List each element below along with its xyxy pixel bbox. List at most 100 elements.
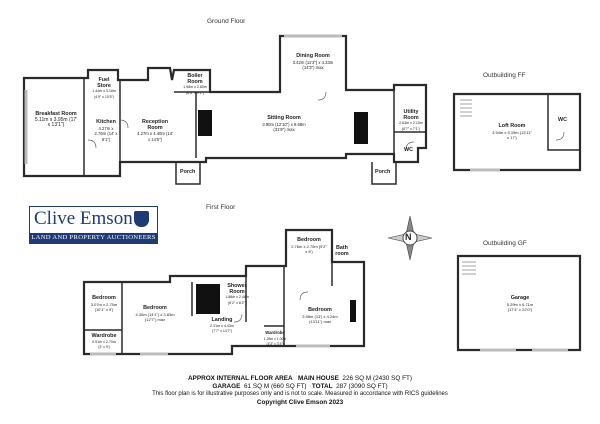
utility-room-dims: 2.63m x 2.15m (8'7" x 7'1") bbox=[399, 121, 423, 131]
garage-area-label: GARAGE bbox=[212, 383, 241, 390]
first-floor-heading: First Floor bbox=[206, 204, 236, 211]
loft-wc-wall bbox=[547, 94, 580, 151]
boiler-room-label: Boiler Room 1.98m x 2.80m (6'6" x 9'2") bbox=[182, 73, 208, 96]
dining-room-label: Dining Room 3.42m (11'3") x 4.33m (14'3"… bbox=[288, 53, 338, 72]
landing-name: Landing bbox=[211, 317, 233, 323]
bedroom3-name: Bedroom bbox=[297, 237, 321, 243]
garage-label: Garage 5.29m x 6.71m (17'4" x 22'0") bbox=[502, 295, 538, 314]
landing-dims: 2.31m x 4.43m (7'7" x 14'7") bbox=[210, 323, 234, 334]
stair-gf-right bbox=[354, 112, 368, 144]
floor-area-line: APPROX INTERNAL FLOOR AREA MAIN HOUSE 22… bbox=[0, 375, 600, 383]
bedroom4-dims: 3.95m (13') x 4.24m (13'11") max bbox=[302, 313, 338, 325]
main-house-label: MAIN HOUSE bbox=[298, 375, 339, 382]
ground-floor-heading: Ground Floor bbox=[207, 18, 246, 25]
compass-rose bbox=[387, 215, 433, 261]
bedroom2-name: Bedroom bbox=[143, 305, 167, 311]
bedroom1-label: Bedroom 3.07m x 2.75m (10'1" x 9') bbox=[90, 295, 118, 314]
porch-right-label: Porch bbox=[375, 169, 391, 176]
porch-right-name: Porch bbox=[375, 169, 391, 175]
utility-room-label: Utility Room 2.63m x 2.15m (8'7" x 7'1") bbox=[398, 109, 424, 132]
bedroom2-label: Bedroom 4.30m (14'1") x 3.83m (12'7") ma… bbox=[134, 305, 176, 324]
total-area: 287 (3090 SQ FT) bbox=[336, 383, 388, 390]
clive-emson-logo: Clive Emson LAND AND PROPERTY AUCTIONEER… bbox=[29, 206, 158, 244]
sitting-room-label: Sitting Room 3.90m (12'10") x 9.68m (31'… bbox=[262, 115, 306, 134]
bedroom2-dims: 4.30m (14'1") x 3.83m (12'7") max bbox=[135, 311, 175, 323]
wardrobe2-name: Wardrobe bbox=[265, 330, 285, 335]
utility-room-name: Utility Room bbox=[403, 109, 419, 121]
porch-right-outline bbox=[371, 162, 397, 185]
stair-gf-left bbox=[198, 110, 212, 136]
wc-label: WC bbox=[404, 147, 413, 154]
fuel-store-dims: 1.44m x 3.18m (4'9" x 10'5") bbox=[92, 89, 116, 99]
breakfast-room-dims: 5.11m x 3.95m (17' x 13'1") bbox=[34, 116, 78, 129]
boiler-wall bbox=[174, 91, 210, 130]
total-label: TOTAL bbox=[311, 383, 333, 390]
dining-room-name: Dining Room bbox=[296, 53, 330, 59]
loft-wc-name: WC bbox=[558, 117, 567, 123]
loft-room-dims: 3.94m x 5.19m (13'11" x 17') bbox=[492, 129, 532, 141]
wardrobe1-dims: 0.91m x 2.70m (3' x 9') bbox=[92, 339, 116, 350]
copyright-line: Copyright Clive Emson 2023 bbox=[256, 399, 344, 406]
sitting-room-dims: 3.90m (12'10") x 9.68m (31'9") max bbox=[262, 121, 306, 133]
bath-room-name: Bath room bbox=[335, 245, 349, 257]
wardrobe2-label: Wardrobe 1.28m x 1.00m (4'3" x 3'3") bbox=[262, 330, 288, 348]
logo-crest-icon bbox=[134, 211, 149, 227]
wardrobe1-label: Wardrobe 0.91m x 2.70m (3' x 9') bbox=[90, 333, 118, 351]
logo-name: Clive Emson bbox=[34, 208, 133, 229]
loft-wc-label: WC bbox=[558, 117, 567, 124]
dining-room-dims: 3.42m (11'3") x 4.33m (14'3") max bbox=[292, 59, 334, 71]
bedroom4-label: Bedroom 3.95m (13') x 4.24m (13'11") max bbox=[298, 307, 342, 326]
kitchen-name: Kitchen bbox=[96, 119, 116, 125]
utility-wall bbox=[393, 90, 426, 154]
wardrobe2-dims: 1.28m x 1.00m (4'3" x 3'3") bbox=[263, 336, 287, 347]
bedroom4-name: Bedroom bbox=[308, 307, 332, 313]
outbuilding-ff-heading: Outbuilding FF bbox=[483, 72, 526, 79]
loft-room-label: Loft Room 3.94m x 5.19m (13'11" x 17') bbox=[492, 123, 532, 142]
first-floor-partitions bbox=[84, 262, 333, 354]
loft-room-name: Loft Room bbox=[498, 123, 526, 129]
stair-ff-right bbox=[350, 300, 356, 322]
ground-floor-outline bbox=[22, 34, 428, 178]
boiler-room-dims: 1.98m x 2.80m (6'6" x 9'2") bbox=[183, 85, 207, 95]
bedroom3-dims: 2.76m x 2.70m (9'2" x 8') bbox=[291, 243, 327, 255]
landing-label: Landing 2.31m x 4.43m (7'7" x 14'7") bbox=[208, 317, 236, 335]
garage-area: 61 SQ M (660 SQ FT) bbox=[243, 383, 307, 390]
stair-ff bbox=[196, 284, 220, 314]
compass-north-letter: N bbox=[405, 232, 412, 242]
reception-room-name: Reception Room bbox=[141, 119, 169, 131]
kitchen-dims: 4.27m x 2.76m (14' x 9'1") bbox=[94, 125, 118, 142]
main-house-area: 226 SQ M (2430 SQ FT) bbox=[342, 375, 413, 382]
shower-room-label: Shower Room 1.88m x 2.48m (6'2" x 8'2") bbox=[224, 283, 250, 306]
sitting-room-name: Sitting Room bbox=[267, 115, 301, 121]
porch-left-label: Porch bbox=[180, 169, 196, 176]
bedroom1-name: Bedroom bbox=[92, 295, 116, 301]
boiler-room-name: Boiler Room bbox=[187, 73, 203, 85]
garage-dims: 5.29m x 6.71m (17'4" x 22'0") bbox=[506, 301, 534, 313]
garage-total-line: GARAGE 61 SQ M (660 SQ FT) TOTAL 287 (30… bbox=[0, 383, 600, 391]
outbuilding-gf-heading: Outbuilding GF bbox=[483, 240, 527, 247]
disclaimer-line: This floor plan is for illustrative purp… bbox=[152, 391, 448, 397]
bedroom1-dims: 3.07m x 2.75m (10'1" x 9') bbox=[90, 301, 118, 313]
outbuilding-ff-outline bbox=[452, 92, 582, 172]
porch-left-outline bbox=[175, 162, 201, 185]
logo-tagline: LAND AND PROPERTY AUCTIONEERS bbox=[30, 233, 157, 243]
first-floor-outline bbox=[82, 228, 366, 356]
breakfast-room-name: Breakfast Room bbox=[35, 111, 77, 117]
porch-left-name: Porch bbox=[180, 169, 196, 175]
outbuilding-gf-outline bbox=[456, 254, 582, 352]
floor-area-title: APPROX INTERNAL FLOOR AREA bbox=[187, 375, 293, 382]
wardrobe1-name: Wardrobe bbox=[91, 333, 117, 339]
bath-room-label: Bath room bbox=[334, 245, 350, 257]
reception-room-label: Reception Room 4.27m x 4.40m (14' x 14'5… bbox=[136, 119, 174, 143]
kitchen-label: Kitchen 4.27m x 2.76m (14' x 9'1") bbox=[93, 119, 119, 143]
fuel-store-label: Fuel Store 1.44m x 3.18m (4'9" x 10'5") bbox=[92, 77, 116, 100]
bedroom3-label: Bedroom 2.76m x 2.70m (9'2" x 8') bbox=[290, 237, 328, 256]
shower-room-name: Shower Room bbox=[227, 283, 247, 295]
fuel-store-name: Fuel Store bbox=[97, 77, 111, 89]
reception-room-dims: 4.27m x 4.40m (14' x 14'5") bbox=[137, 131, 173, 142]
shower-room-dims: 1.88m x 2.48m (6'2" x 8'2") bbox=[225, 295, 249, 305]
breakfast-room-label: Breakfast Room 5.11m x 3.95m (17' x 13'1… bbox=[34, 111, 78, 129]
wc-name: WC bbox=[404, 147, 413, 153]
garage-name: Garage bbox=[510, 295, 530, 301]
